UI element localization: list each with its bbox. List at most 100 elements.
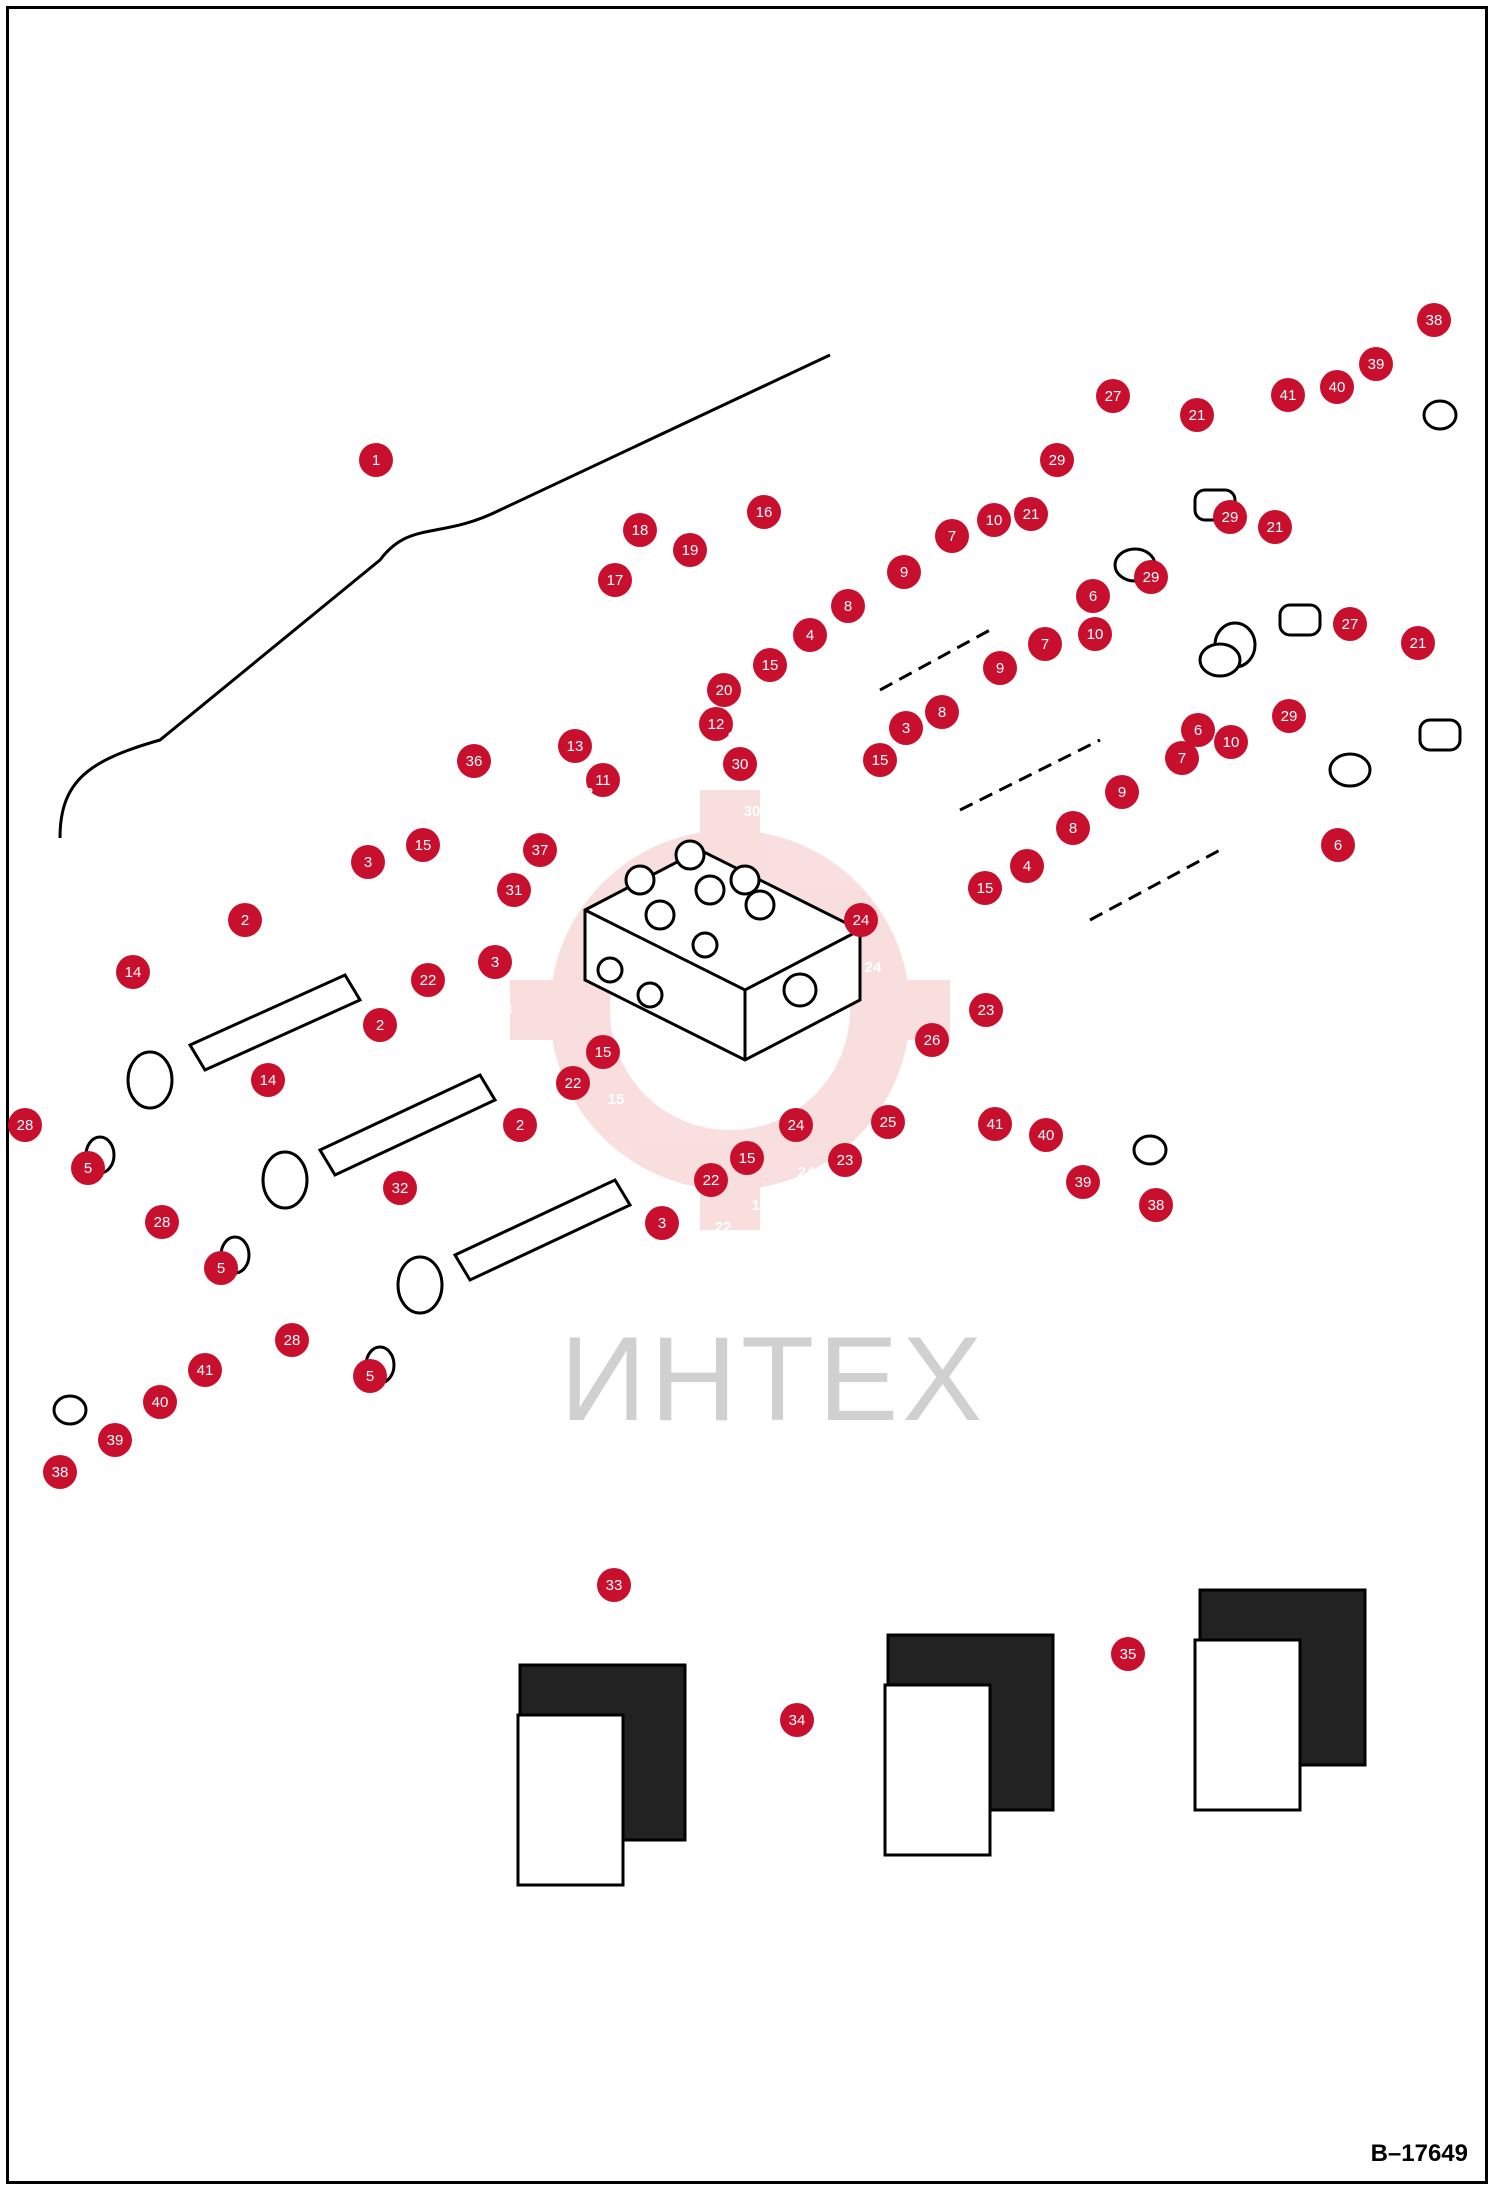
callout-bubble[interactable] (1076, 579, 1110, 613)
callout-bubble[interactable] (188, 1353, 222, 1387)
callout-bubble[interactable] (1271, 378, 1305, 412)
callout-bubble[interactable] (828, 1143, 862, 1177)
callout-3[interactable]: 33 (351, 845, 385, 918)
callout-bubble[interactable] (780, 1703, 814, 1737)
callout-bubble[interactable] (71, 1151, 105, 1185)
callout-bubble[interactable] (925, 695, 959, 729)
callout-bubble[interactable] (1321, 828, 1355, 862)
callout-bubble[interactable] (1333, 607, 1367, 641)
callout-bubble[interactable] (1258, 510, 1292, 544)
callout-bubble[interactable] (275, 1323, 309, 1357)
callout-4[interactable]: 44 (793, 618, 827, 691)
callout-bubble[interactable] (623, 513, 657, 547)
callout-bubble[interactable] (753, 648, 787, 682)
callout-bubble[interactable] (363, 1008, 397, 1042)
callout-bubble[interactable] (978, 1107, 1012, 1141)
callout-bubble[interactable] (779, 1108, 813, 1142)
callout-bubble[interactable] (145, 1205, 179, 1239)
callout-bubble[interactable] (1111, 1637, 1145, 1671)
callout-bubble[interactable] (1165, 741, 1199, 775)
callout-bubble[interactable] (1359, 347, 1393, 381)
callout-bubble[interactable] (730, 1141, 764, 1175)
callout-bubble[interactable] (523, 833, 557, 867)
callout-bubble[interactable] (383, 1171, 417, 1205)
callout-bubble[interactable] (1181, 713, 1215, 747)
callout-8[interactable]: 88 (925, 695, 959, 768)
callout-bubble[interactable] (1417, 303, 1451, 337)
callout-9[interactable]: 99 (983, 651, 1017, 724)
callout-bubble[interactable] (1040, 443, 1074, 477)
callout-3[interactable]: 33 (889, 711, 923, 784)
callout-bubble[interactable] (1010, 849, 1044, 883)
callout-bubble[interactable] (1134, 560, 1168, 594)
callout-bubble[interactable] (844, 903, 878, 937)
callout-bubble[interactable] (863, 743, 897, 777)
callout-bubble[interactable] (478, 945, 512, 979)
callout-bubble[interactable] (831, 589, 865, 623)
callout-bubble[interactable] (968, 871, 1002, 905)
callout-bubble[interactable] (1105, 775, 1139, 809)
callout-bubble[interactable] (1029, 1118, 1063, 1152)
callout-bubble[interactable] (889, 711, 923, 745)
callout-bubble[interactable] (1272, 699, 1306, 733)
callout-bubble[interactable] (586, 1035, 620, 1069)
callout-bubble[interactable] (98, 1423, 132, 1457)
callout-7[interactable]: 77 (1165, 741, 1199, 814)
callout-bubble[interactable] (143, 1385, 177, 1419)
callout-bubble[interactable] (1139, 1188, 1173, 1222)
callout-bubble[interactable] (503, 1108, 537, 1142)
callout-bubble[interactable] (935, 519, 969, 553)
callout-bubble[interactable] (1180, 398, 1214, 432)
callout-bubble[interactable] (915, 1023, 949, 1057)
callout-bubble[interactable] (406, 828, 440, 862)
callout-bubble[interactable] (251, 1063, 285, 1097)
callout-bubble[interactable] (1014, 497, 1048, 531)
callout-5[interactable]: 55 (204, 1251, 238, 1324)
callout-bubble[interactable] (598, 563, 632, 597)
callout-bubble[interactable] (586, 763, 620, 797)
callout-bubble[interactable] (1028, 627, 1062, 661)
callout-5[interactable]: 55 (353, 1359, 387, 1432)
callout-bubble[interactable] (1213, 500, 1247, 534)
callout-bubble[interactable] (887, 555, 921, 589)
callout-7[interactable]: 77 (1028, 627, 1062, 700)
callout-bubble[interactable] (723, 747, 757, 781)
callout-bubble[interactable] (871, 1105, 905, 1139)
callout-bubble[interactable] (411, 963, 445, 997)
callout-6[interactable]: 66 (1321, 828, 1355, 901)
